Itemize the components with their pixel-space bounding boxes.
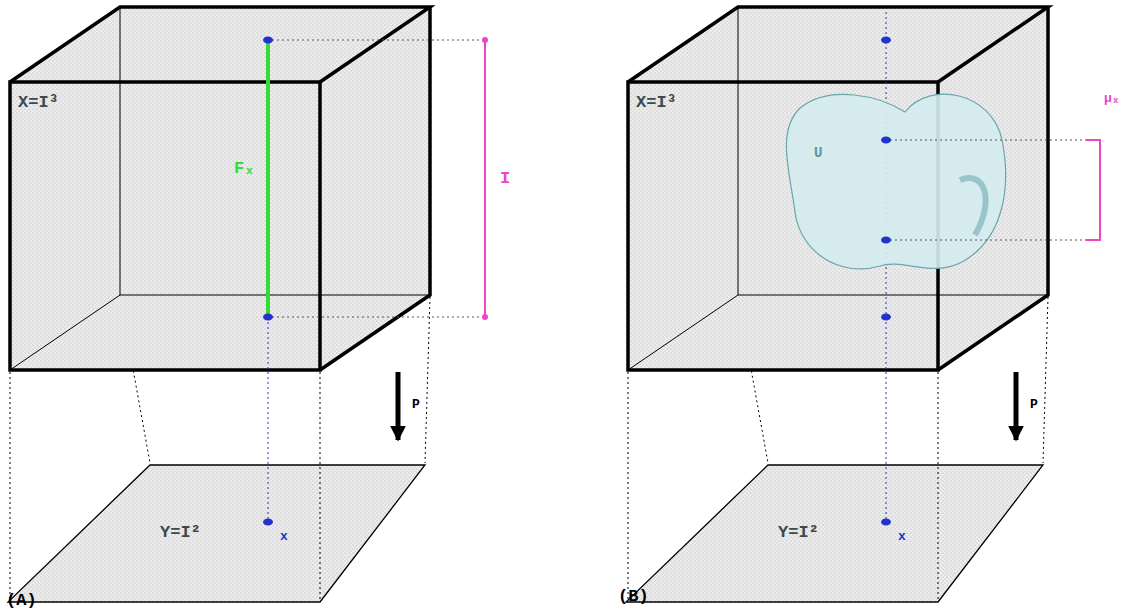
base-label: Y=I²: [778, 524, 819, 541]
panel-letter: (A): [6, 592, 37, 609]
fiber-label: Fₓ: [234, 160, 254, 177]
point-label: x: [280, 530, 288, 543]
interval-label: I: [500, 170, 510, 187]
region-label: U: [814, 146, 822, 160]
projection-label: P: [412, 398, 420, 411]
base-label: Y=I²: [160, 524, 201, 541]
panel-a: [8, 7, 488, 602]
point-label: x: [898, 530, 906, 543]
measure-label: μₓ: [1104, 92, 1120, 105]
projection-label: P: [1030, 398, 1038, 411]
panel-b: [626, 7, 1100, 602]
space-label: X=I³: [18, 94, 59, 111]
space-label: X=I³: [636, 94, 677, 111]
panel-letter: (B): [618, 588, 649, 605]
